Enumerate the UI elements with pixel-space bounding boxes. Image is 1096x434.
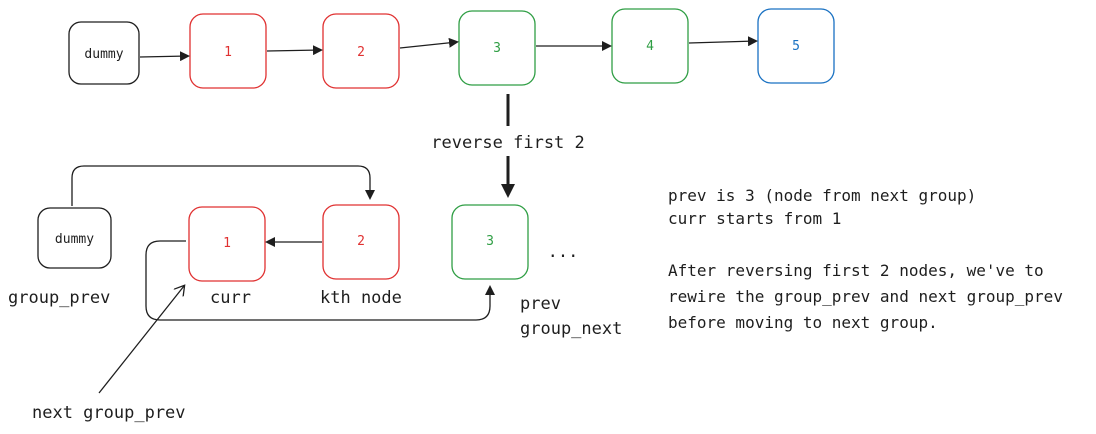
top-node-4: 4	[611, 8, 689, 84]
note-line-3: After reversing first 2 nodes, we've to	[668, 261, 1044, 280]
reverse-step-label: reverse first 2	[431, 133, 585, 153]
top-arrow-2-3	[399, 37, 459, 49]
reverse-step: reverse first 2	[431, 94, 585, 198]
bottom-node-3: 3	[451, 204, 529, 280]
next-group-prev-pointer-arrow	[98, 286, 184, 394]
label-group-next: group_next	[520, 319, 622, 339]
group-prev-to-kth-arrow	[71, 165, 375, 206]
top-node-2: 2	[322, 13, 400, 89]
top-node-1: 1	[189, 13, 267, 89]
bottom-node-1-label: 1	[223, 236, 231, 251]
top-dummy-node: dummy	[68, 21, 140, 85]
bottom-row: dummy 1 2 3 ...	[37, 165, 579, 394]
top-node-3: 3	[458, 10, 536, 86]
label-group-prev: group_prev	[8, 288, 110, 308]
top-dummy-label: dummy	[84, 47, 123, 62]
top-node-3-label: 3	[493, 41, 501, 56]
top-arrow-dummy-1	[139, 51, 190, 62]
top-node-1-label: 1	[224, 45, 232, 60]
explanation-notes: prev is 3 (node from next group) curr st…	[668, 186, 1063, 332]
top-row: dummy 1 2 3 4 5	[68, 8, 835, 89]
top-node-2-label: 2	[357, 45, 365, 60]
bottom-node-2-label: 2	[357, 234, 365, 249]
bottom-node-1: 1	[188, 206, 266, 282]
label-curr: curr	[210, 288, 251, 308]
label-prev: prev	[520, 294, 561, 314]
note-line-5: before moving to next group.	[668, 313, 938, 332]
top-arrow-1-2	[266, 45, 323, 56]
bottom-ellipsis: ...	[548, 242, 579, 262]
curr-to-group-next-arrow	[145, 240, 495, 321]
top-node-5-label: 5	[792, 39, 800, 54]
bottom-node-2: 2	[322, 204, 400, 280]
bottom-node-3-label: 3	[486, 234, 494, 249]
note-line-4: rewire the group_prev and next group_pre…	[668, 287, 1063, 306]
bottom-dummy-node: dummy	[37, 207, 112, 269]
top-node-4-label: 4	[646, 39, 654, 54]
bottom-dummy-label: dummy	[55, 232, 94, 247]
label-next-group-prev: next group_prev	[32, 403, 186, 423]
top-node-5: 5	[757, 8, 835, 84]
label-kth-node: kth node	[320, 288, 402, 308]
pointer-labels: group_prev curr kth node prev group_next…	[8, 288, 622, 423]
note-line-2: curr starts from 1	[668, 209, 841, 228]
top-arrow-4-5	[688, 36, 758, 47]
note-line-1: prev is 3 (node from next group)	[668, 186, 976, 205]
